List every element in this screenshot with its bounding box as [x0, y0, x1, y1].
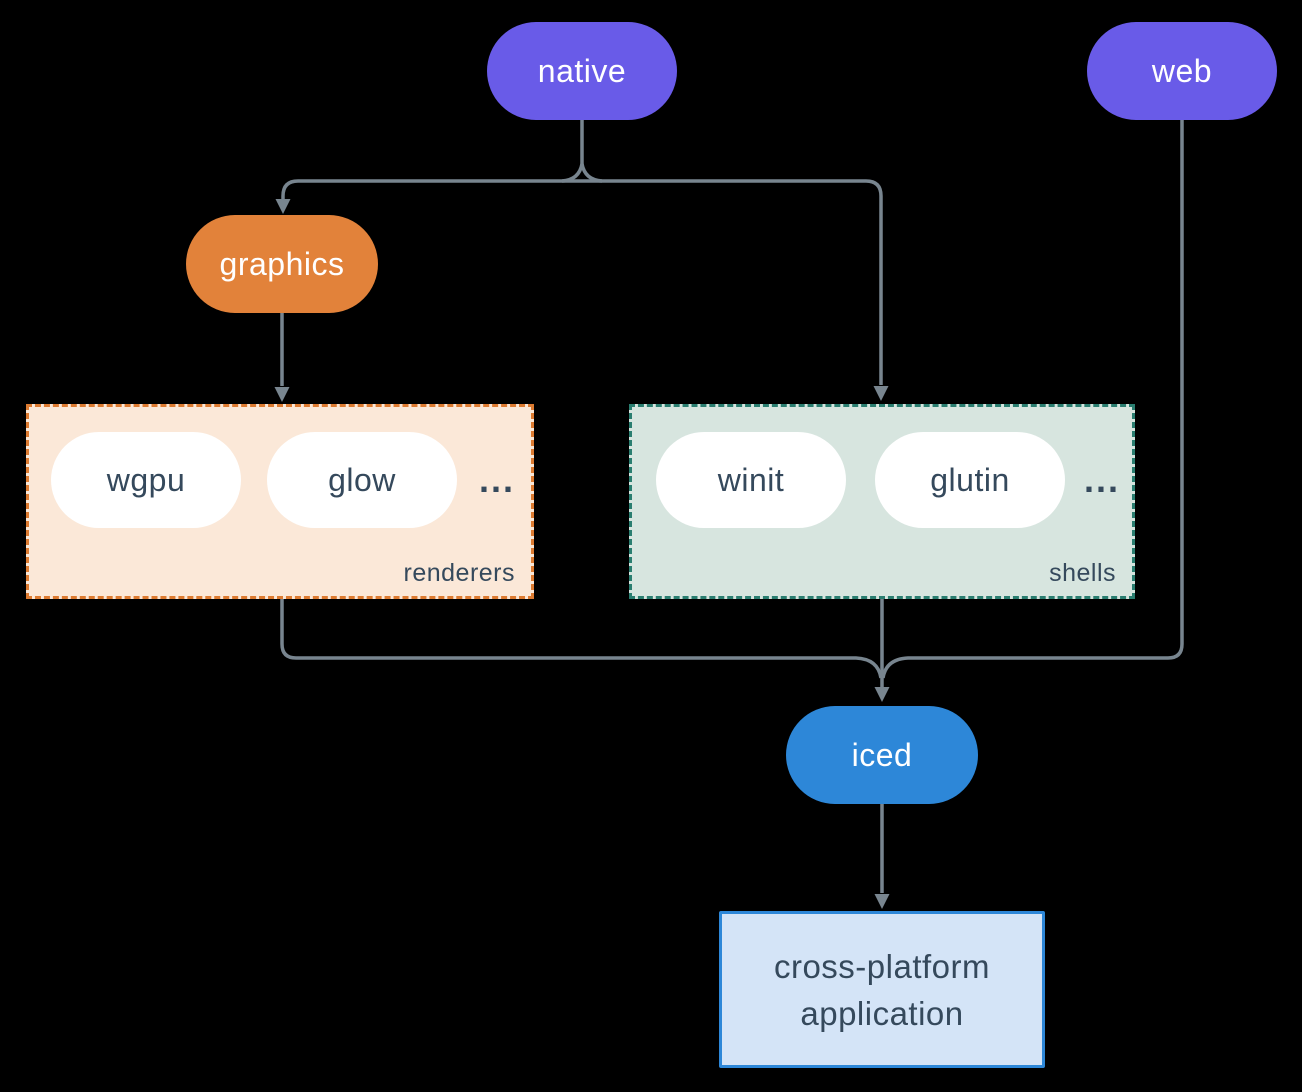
- node-iced-label: iced: [851, 736, 913, 773]
- node-native: native: [487, 22, 677, 120]
- renderers-ellipsis: ...: [467, 432, 527, 528]
- app-label-line2: application: [800, 994, 964, 1032]
- shells-group-label: shells: [1049, 559, 1116, 587]
- app-label-line1: cross-platform: [773, 947, 991, 985]
- node-winit: winit: [656, 432, 846, 528]
- node-iced: iced: [786, 706, 978, 804]
- arrowhead-to-iced: [874, 687, 890, 702]
- shells-ellipsis: ...: [1072, 432, 1132, 528]
- node-web-label: web: [1151, 52, 1213, 89]
- group-shells: winit glutin ... shells: [629, 404, 1135, 599]
- node-glow-label: glow: [328, 461, 396, 498]
- arrowhead-to-graphics: [275, 199, 291, 214]
- renderers-ellipsis-text: ...: [478, 459, 515, 500]
- node-glow: glow: [267, 432, 457, 528]
- arrowhead-to-renderers: [274, 387, 290, 402]
- shells-ellipsis-text: ...: [1083, 459, 1120, 500]
- node-web: web: [1087, 22, 1277, 120]
- node-graphics-label: graphics: [219, 245, 345, 282]
- node-glutin: glutin: [875, 432, 1065, 528]
- node-native-label: native: [537, 52, 627, 89]
- node-winit-label: winit: [717, 461, 785, 498]
- node-wgpu: wgpu: [51, 432, 241, 528]
- arrowhead-to-shells: [873, 386, 889, 401]
- group-renderers: wgpu glow ... renderers: [26, 404, 534, 599]
- arrowhead-to-app: [874, 894, 890, 909]
- node-graphics: graphics: [186, 215, 378, 313]
- edge-native-split-flare: [561, 163, 603, 183]
- node-cross-platform-application: cross-platform application: [719, 911, 1045, 1068]
- renderers-group-label: renderers: [403, 559, 515, 587]
- edge-renderers-iced: [280, 599, 883, 679]
- edge-web-iced: [881, 120, 1184, 679]
- node-glutin-label: glutin: [930, 461, 1010, 498]
- node-wgpu-label: wgpu: [106, 461, 186, 498]
- edge-native-branches: [281, 179, 883, 385]
